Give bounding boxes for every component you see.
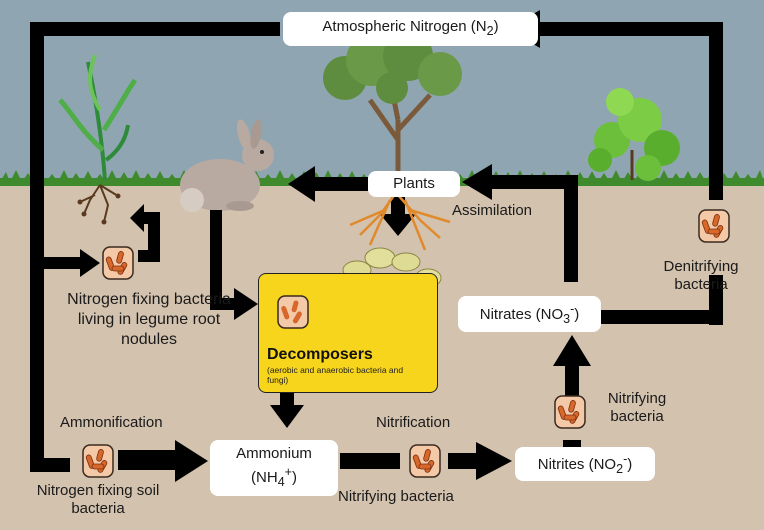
- atmospheric-nitrogen-subscript: 2: [486, 24, 494, 38]
- nitrates-label: Nitrates (NO: [479, 306, 564, 323]
- ammonium-superscript: +: [284, 465, 292, 479]
- assimilation-label: Assimilation: [452, 202, 533, 219]
- ammonium-formula: (NH: [251, 469, 278, 486]
- tree-icon: [323, 31, 462, 178]
- nitrites-label: Nitrites (NO: [537, 456, 617, 473]
- bacteria-icon-decomposers: [277, 295, 309, 329]
- cycle-arrows: [30, 10, 723, 482]
- atmospheric-nitrogen-node: Atmospheric Nitrogen (N2): [283, 12, 538, 46]
- nitrifying-bacteria-bottom-label: Nitrifying bacteria: [338, 488, 454, 505]
- bacteria-icon-nitrifying-right: [554, 395, 586, 429]
- decomposers-subtitle: (aerobic and anaerobic bacteria and fung…: [267, 365, 404, 385]
- atmospheric-nitrogen-label: Atmospheric Nitrogen (N: [322, 18, 487, 35]
- atmospheric-nitrogen-close: ): [493, 18, 499, 35]
- denitrifying-bacteria-label: Denitrifying bacteria: [663, 258, 739, 293]
- ammonium-label: Ammonium: [236, 445, 312, 462]
- legume-bacteria-label: Nitrogen fixing bacteria living in legum…: [67, 291, 231, 348]
- decomposers-node: Decomposers (aerobic and anaerobic bacte…: [258, 273, 438, 393]
- ammonification-label: Ammonification: [60, 414, 163, 431]
- decomposers-title: Decomposers: [267, 346, 373, 363]
- soil-bacteria-label: Nitrogen fixing soil bacteria: [36, 482, 160, 517]
- grass-plant-icon: [58, 54, 138, 225]
- nitrites-superscript: -: [623, 452, 628, 466]
- nitrites-subscript: 2: [616, 462, 624, 476]
- nitrates-node: Nitrates (NO3-): [458, 296, 601, 332]
- ammonium-node: Ammonium (NH4+): [210, 440, 338, 496]
- rabbit-icon: [180, 119, 274, 212]
- plant-roots: [349, 189, 451, 251]
- nitrification-label: Nitrification: [376, 414, 451, 431]
- nitrates-subscript: 3: [563, 312, 571, 326]
- ammonium-close: ): [291, 469, 297, 486]
- bacteria-icon-soil: [82, 444, 114, 478]
- nitrites-close: ): [627, 456, 633, 473]
- plants-label: Plants: [393, 175, 435, 192]
- bacteria-icon-nitrifying-bottom: [409, 444, 441, 478]
- bush-icon: [588, 88, 680, 181]
- nitrifying-bacteria-right-label: Nitrifying bacteria: [607, 390, 667, 425]
- nitrates-superscript: -: [570, 302, 575, 316]
- bacteria-icon-legume: [102, 246, 134, 280]
- plants-node: Plants: [368, 171, 460, 197]
- ammonium-subscript: 4: [277, 475, 285, 489]
- nitrites-node: Nitrites (NO2-): [515, 447, 655, 481]
- nitrates-close: ): [574, 306, 580, 323]
- bacteria-icon-denitrifying: [698, 209, 730, 243]
